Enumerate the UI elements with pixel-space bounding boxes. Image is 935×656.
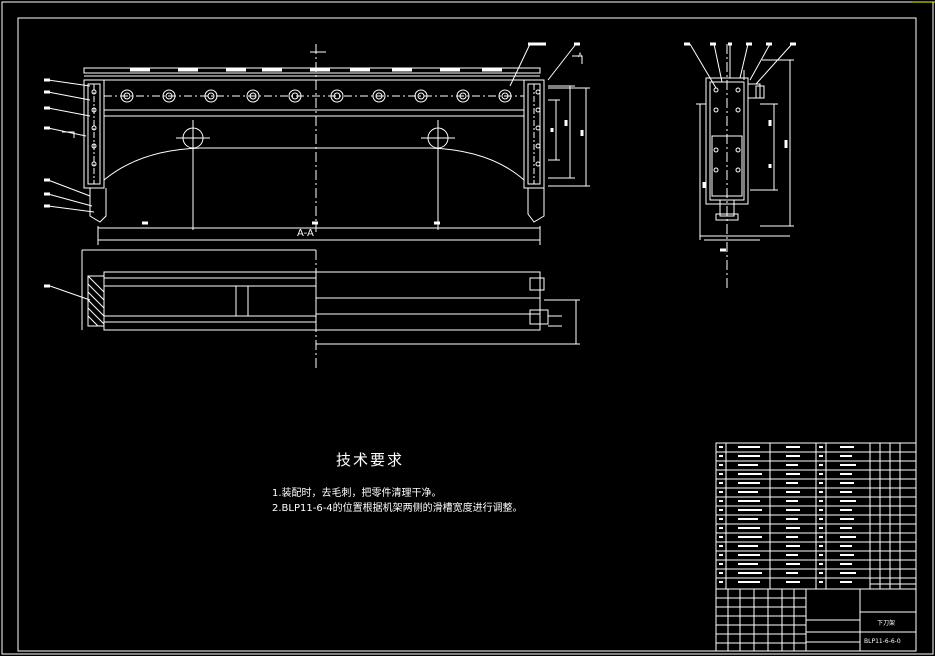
section-label-a-a: A-A	[297, 228, 314, 239]
parts-list-entries	[719, 446, 856, 583]
inner-frame	[17, 17, 917, 652]
tech-requirements-title: 技术要求	[336, 451, 405, 469]
side-view	[689, 43, 794, 290]
title-block	[715, 577, 917, 652]
tech-requirement-line-2: 2.BLP11-6-4的位置根据机架两侧的滑槽宽度进行调整。	[272, 503, 523, 514]
title-block-drawing-number: BLP11-6-6-0	[864, 638, 901, 645]
title-block-name: 下刀架	[877, 620, 896, 627]
front-view	[47, 43, 590, 245]
section-view-a-a	[49, 249, 580, 370]
tech-requirement-line-1: 1.装配时，去毛刺，把零件清理干净。	[272, 488, 442, 499]
view-mark-a: A	[578, 52, 583, 59]
